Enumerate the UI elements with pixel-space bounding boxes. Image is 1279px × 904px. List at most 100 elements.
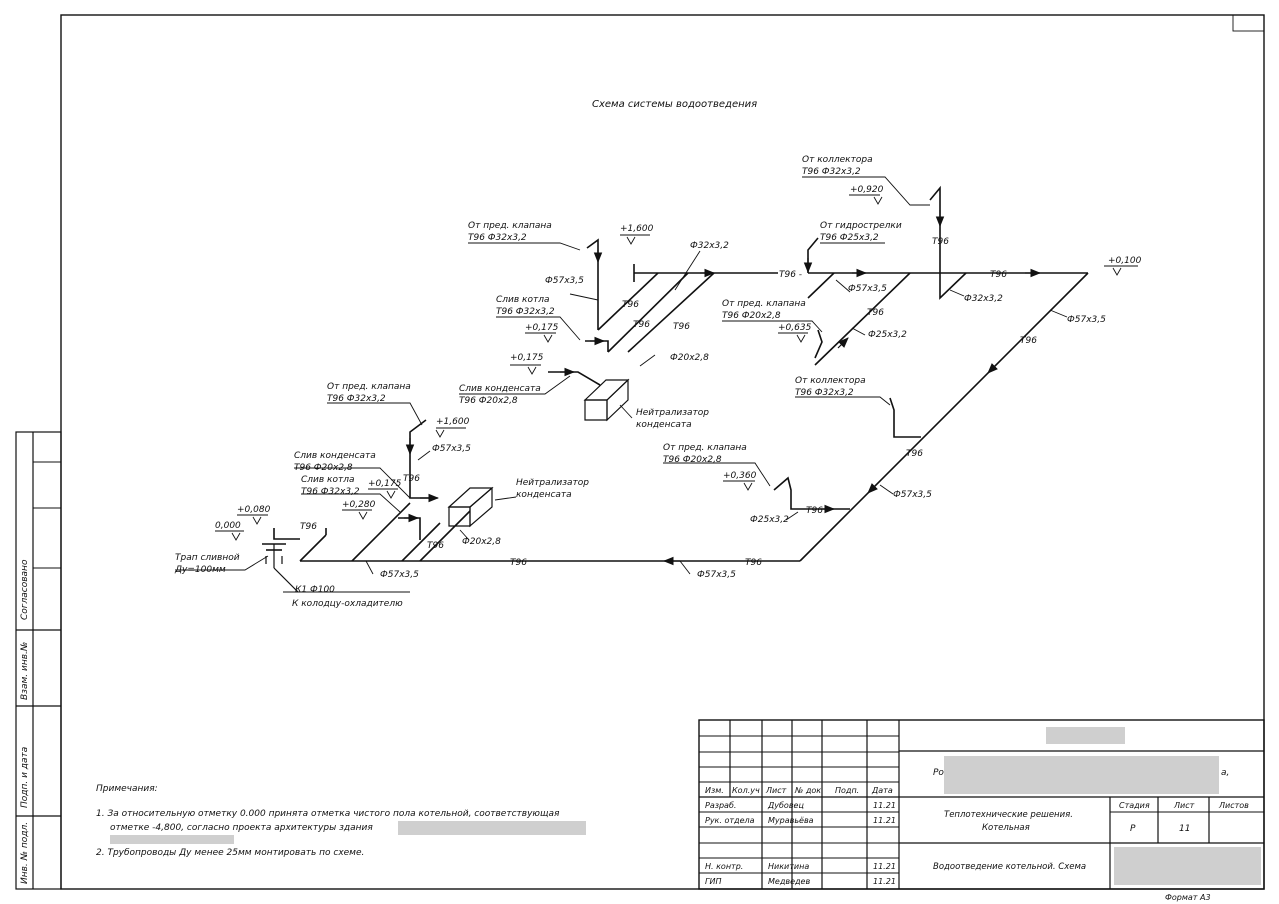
tb-project-suffix: а, [1221, 768, 1229, 778]
label-t96-collector-1: Т96 [932, 237, 949, 247]
label-k1: К1 Ф100 [295, 585, 335, 595]
tb-name-head: Муравьёва [768, 816, 814, 825]
corner-box [1232, 14, 1265, 32]
label-from-hydro: От гидрострелки [820, 221, 902, 231]
label-elev-0360: +0,360 [723, 471, 757, 481]
label-elev-0280: +0,280 [342, 500, 376, 510]
tb-date-head: 11.21 [873, 816, 896, 825]
label-d57-e: Ф57х3,5 [432, 444, 471, 454]
tb-name-norm: Никитина [768, 862, 809, 871]
elevation-markers [231, 196, 1122, 541]
drain-trap-symbol [262, 528, 300, 593]
label-d25-a: Ф25х3,2 [868, 330, 907, 340]
tb-date-norm: 11.21 [873, 862, 896, 871]
label-from-relief-3-spec: Т96 Ф20х2,8 [663, 455, 722, 465]
label-neutralizer-2-l2: конденсата [516, 490, 572, 500]
label-from-relief-1: От пред. клапана [468, 221, 552, 231]
label-from-collector-1: От коллектора [802, 155, 873, 165]
label-elev-1600-a: +1,600 [620, 224, 654, 234]
tb-role-developer: Разраб. [705, 801, 736, 810]
label-d57-b: Ф57х3,5 [848, 284, 887, 294]
tb-header-kol: Кол.уч [732, 786, 760, 795]
label-from-collector-2: От коллектора [795, 376, 866, 386]
label-elev-0175-c: +0,175 [368, 479, 402, 489]
notes: Примечания: 1. За относительную отметку … [96, 784, 586, 858]
label-elev-0635: +0,635 [778, 323, 812, 333]
label-d32-b: Ф32х3,2 [964, 294, 1003, 304]
note-1-line-1: 1. За относительную отметку 0.000 принят… [96, 809, 560, 819]
tb-role-head: Рук. отдела [705, 816, 755, 825]
drawing-title: Схема системы водоотведения [592, 99, 757, 110]
tb-role-gip: ГИП [705, 877, 721, 886]
label-elev-0175-b: +0,175 [510, 353, 544, 363]
label-from-collector-2-spec: Т96 Ф32х3,2 [795, 388, 854, 398]
label-t96-long-diag-2: Т96 [906, 449, 923, 459]
tb-sheet: 11 [1179, 824, 1190, 834]
label-cond-drain-1-spec: Т96 Ф20х2,8 [459, 396, 518, 406]
stamp-sign-date: Подп. и дата [20, 747, 30, 808]
label-from-relief-3: От пред. клапана [663, 443, 747, 453]
label-d57-f: Ф57х3,5 [380, 570, 419, 580]
redacted-project-name [944, 756, 1219, 794]
tb-project-prefix: Ро [933, 768, 944, 778]
label-drain-trap-l2: Ду=100мм [174, 565, 226, 575]
label-from-relief-1-spec: Т96 Ф32х3,2 [468, 233, 527, 243]
label-d57-c: Ф57х3,5 [1067, 315, 1106, 325]
label-t96-upper-diag-2: Т96 [633, 320, 650, 330]
label-t96-lower-main-1: Т96 [510, 558, 527, 568]
label-t96-long-diag-1: Т96 [1020, 336, 1037, 346]
label-d57-a: Ф57х3,5 [545, 276, 584, 286]
label-from-collector-1-spec: Т96 Ф32х3,2 [802, 167, 861, 177]
tb-name-gip: Медведев [768, 877, 810, 886]
redacted-doc-code [1046, 727, 1125, 744]
label-from-relief-2: От пред. клапана [722, 299, 806, 309]
label-from-hydro-spec: Т96 Ф25х3,2 [820, 233, 879, 243]
label-d20-a: Ф20х2,8 [670, 353, 709, 363]
label-drain-trap-l1: Трап сливной [175, 553, 240, 563]
side-stamp: Согласовано Взам. инв.№ Подп. и дата Инв… [15, 431, 62, 890]
tb-header-list: Лист [765, 786, 787, 795]
tb-stage-header: Стадия [1119, 801, 1150, 810]
tb-role-norm: Н. контр. [705, 862, 743, 871]
label-t96-right-diag-1: Т96 [867, 308, 884, 318]
label-t96-lower-main-2: Т96 [745, 558, 762, 568]
label-t96-upper-main: Т96 - [779, 270, 802, 280]
tb-section-line2: Котельная [982, 823, 1030, 833]
diagram-labels: От коллектора Т96 Ф32х3,2 +0,920 Т96 От … [174, 155, 1142, 609]
label-from-relief-4-spec: Т96 Ф32х3,2 [327, 394, 386, 404]
label-t96-relief-4: Т96 [403, 474, 420, 484]
label-boiler-drain-2-spec: Т96 Ф32х3,2 [301, 487, 360, 497]
tb-sheets-header: Листов [1218, 801, 1249, 810]
tb-section-line1: Теплотехнические решения. [944, 810, 1073, 820]
tb-sheet-title: Водоотведение котельной. Схема [933, 862, 1086, 872]
neutralizer-1-box [583, 378, 630, 422]
tb-date-developer: 11.21 [873, 801, 896, 810]
note-2: 2. Трубопроводы Ду менее 25мм монтироват… [96, 848, 364, 858]
label-cond-drain-1: Слив конденсата [459, 384, 541, 394]
stamp-inv-replace: Взам. инв.№ [20, 642, 30, 700]
redacted-building-ref-2 [110, 835, 234, 844]
label-d57-g: Ф57х3,5 [697, 570, 736, 580]
label-cond-drain-2-spec: Т96 Ф20х2,8 [294, 463, 353, 473]
label-to-well: К колодцу-охладителю [292, 599, 403, 609]
label-boiler-drain-1-spec: Т96 Ф32х3,2 [496, 307, 555, 317]
label-d20-b: Ф20х2,8 [462, 537, 501, 547]
note-1-line-2: отметке -4,800, согласно проекта архитек… [110, 823, 373, 833]
label-cond-drain-2: Слив конденсата [294, 451, 376, 461]
label-elev-0080: +0,080 [237, 505, 271, 515]
label-boiler-drain-2: Слив котла [301, 475, 355, 485]
notes-heading: Примечания: [96, 784, 158, 794]
label-neutralizer-1-l2: конденсата [636, 420, 692, 430]
tb-date-gip: 11.21 [873, 877, 896, 886]
tb-name-developer: Дубовец [767, 801, 804, 810]
tb-stage: Р [1130, 824, 1136, 834]
label-t96-relief-3: Т96 [806, 506, 823, 516]
label-d32-a: Ф32х3,2 [690, 241, 729, 251]
stamp-inv-original: Инв. № подл. [20, 822, 30, 884]
pipe-network [262, 185, 1089, 593]
label-elev-1600-b: +1,600 [436, 417, 470, 427]
label-t96-upper-right: Т96 [990, 270, 1007, 280]
title-block: Изм. Кол.уч Лист № док Подп. Дата Разраб… [698, 719, 1265, 890]
label-elev-0000: 0,000 [215, 521, 241, 531]
